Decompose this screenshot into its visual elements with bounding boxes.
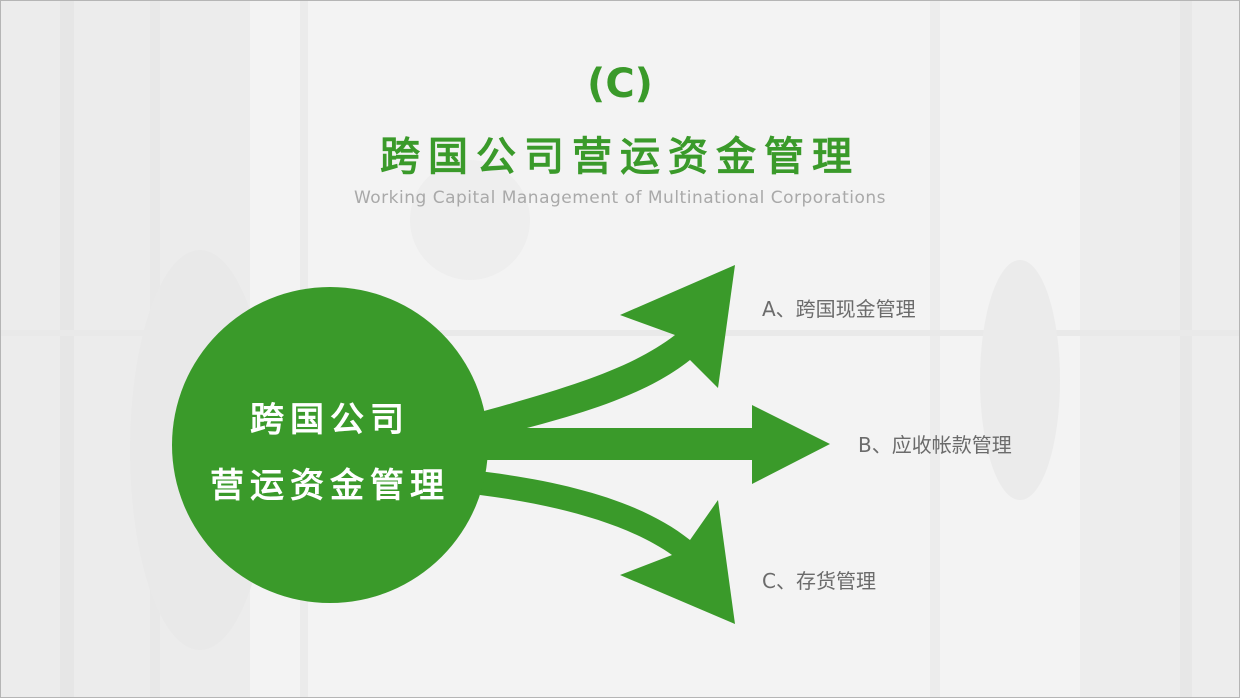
section-label: (C) (587, 61, 653, 107)
branch-label-c: C、存货管理 (762, 569, 876, 593)
center-label-line2: 营运资金管理 (210, 466, 450, 506)
branch-label-a: A、跨国现金管理 (762, 297, 916, 321)
page-subtitle: Working Capital Management of Multinatio… (353, 188, 887, 208)
center-circle (172, 287, 488, 603)
center-label-line1: 跨国公司 (250, 400, 410, 440)
arrow-lower (470, 470, 735, 624)
arrow-upper (470, 265, 735, 440)
page-title: 跨国公司营运资金管理 (380, 133, 860, 180)
branch-label-b: B、应收帐款管理 (858, 433, 1012, 457)
arrow-middle (480, 405, 830, 484)
